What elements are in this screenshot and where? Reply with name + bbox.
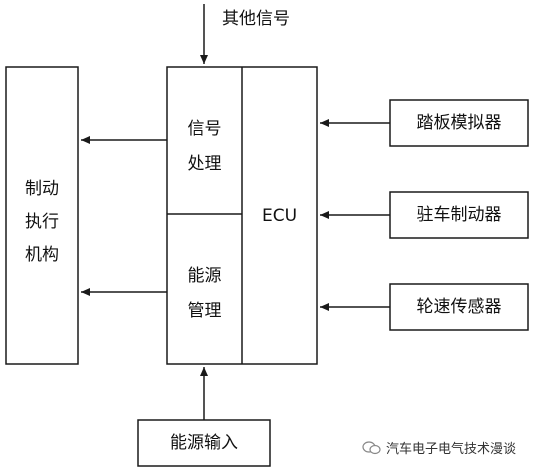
energy-input-label: 能源输入 <box>170 433 238 453</box>
watermark-text: 汽车电子电气技术漫谈 <box>386 442 517 457</box>
energy-management-line-1: 能源 <box>187 266 222 286</box>
signal-processing-line-2: 处理 <box>187 154 222 174</box>
signal-processing-line-1: 信号 <box>187 119 222 139</box>
ecu-label: ECU <box>261 206 298 226</box>
parking-brake-label: 驻车制动器 <box>416 205 502 225</box>
actuator-label-line-3: 机构 <box>25 245 59 265</box>
actuator-label-line-1: 制动 <box>25 179 59 199</box>
watermark: 汽车电子电气技术漫谈 <box>362 438 516 457</box>
energy-management-line-2: 管理 <box>187 301 222 321</box>
pedal-simulator-label: 踏板模拟器 <box>416 113 502 133</box>
actuator-label-line-2: 执行 <box>25 212 59 232</box>
wechat-icon <box>362 440 382 455</box>
actuator-box <box>5 66 79 365</box>
other-signals-label: 其他信号 <box>222 9 290 29</box>
wheel-speed-sensor-label: 轮速传感器 <box>416 297 502 317</box>
